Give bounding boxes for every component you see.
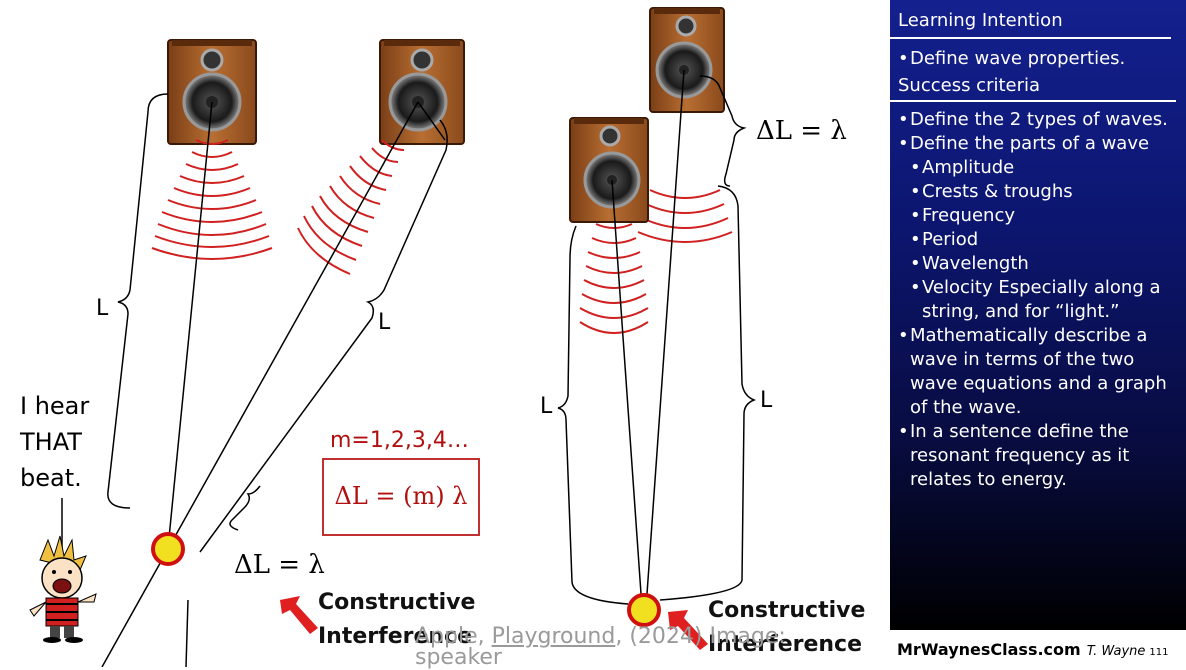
constructive-word: Constructive <box>708 598 866 623</box>
delta-l-label: ΔL = λ <box>234 550 325 580</box>
arrow-right-icon <box>668 610 708 650</box>
interference-word: Interference <box>318 624 473 649</box>
path-difference-formula: ΔL = (m) λ <box>334 482 468 510</box>
criteria-item: Define the 2 types of waves. <box>898 108 1178 132</box>
length-label-left-2: L <box>540 394 553 419</box>
criteria-subitem: Crests & troughs <box>898 180 1178 204</box>
arrow-left-icon <box>280 596 318 634</box>
speaker-4 <box>569 117 649 223</box>
learning-intention-title: Learning Intention <box>890 0 1171 39</box>
criteria-subitem: Velocity Especially along a string, and … <box>898 276 1178 324</box>
credit-line-2: speaker <box>415 645 502 670</box>
interference-word: Interference <box>708 632 863 657</box>
constructive-word: Constructive <box>318 590 476 615</box>
criteria-item: Mathematically describe a wave in terms … <box>898 324 1178 420</box>
listener-figure <box>29 535 97 643</box>
quote-line-3: beat. <box>20 464 82 492</box>
credit-prefix: Apple, <box>415 624 492 649</box>
criteria-list: Define the 2 types of waves. Define the … <box>890 108 1186 492</box>
criteria-subitem: Amplitude <box>898 156 1178 180</box>
criteria-item: In a sentence define the resonant freque… <box>898 420 1178 492</box>
length-label-right-2: L <box>760 388 773 413</box>
sound-waves-4 <box>579 223 649 334</box>
criteria-subitem: Period <box>898 228 1178 252</box>
brace-delta-L-top <box>699 75 747 187</box>
length-label-right: L <box>378 310 391 335</box>
interference-point-1 <box>151 532 185 566</box>
constructive-interference-label-2: Constructive Interference <box>708 594 865 662</box>
ray-continuation <box>185 599 189 667</box>
quote-line-2: THAT <box>20 428 82 456</box>
criteria-subitem: Wavelength <box>898 252 1178 276</box>
image-credit: Apple, Playground, (2024) Image: speaker <box>415 624 786 670</box>
length-label-left: L <box>96 296 109 321</box>
brace-left-L <box>107 93 169 509</box>
success-criteria-title: Success criteria <box>890 71 1176 102</box>
speaker-1 <box>167 39 257 145</box>
formula-box: ΔL = (m) λ <box>322 458 480 536</box>
sound-waves-3 <box>637 189 733 243</box>
author-name: T. Wayne <box>1086 644 1146 659</box>
speaker-2 <box>379 39 465 145</box>
m-range: m=1,2,3,4… <box>330 428 469 453</box>
credit-suffix: , (2024) Image: <box>615 624 786 649</box>
interference-point-2 <box>627 593 661 627</box>
credit-link[interactable]: Playground <box>491 624 616 649</box>
brace-left-L-2 <box>557 225 629 605</box>
sound-waves-2 <box>297 139 405 275</box>
sound-waves-1 <box>151 139 273 260</box>
brace-delta-L <box>229 485 261 531</box>
intention-list: Define wave properties. <box>890 47 1186 71</box>
criteria-subitem: Frequency <box>898 204 1178 228</box>
criteria-item: Define the parts of a wave <box>898 132 1178 156</box>
intention-item: Define wave properties. <box>898 47 1178 71</box>
quote-line-1: I hear <box>20 392 90 420</box>
listener-quote: I hear THAT beat. <box>20 388 89 496</box>
ray-speaker-1 <box>167 101 213 549</box>
learning-panel: Learning Intention Define wave propertie… <box>890 0 1186 630</box>
speaker-3 <box>649 7 725 113</box>
page-number: 111 <box>1149 647 1169 658</box>
delta-l-top-label: ΔL = λ <box>756 116 847 146</box>
brace-right-L-2 <box>659 185 757 601</box>
site-name: MrWaynesClass.com <box>897 640 1081 659</box>
brace-right-L <box>199 119 448 553</box>
ray-speaker-2 <box>101 101 419 667</box>
constructive-interference-label-1: Constructive Interference <box>318 586 475 654</box>
